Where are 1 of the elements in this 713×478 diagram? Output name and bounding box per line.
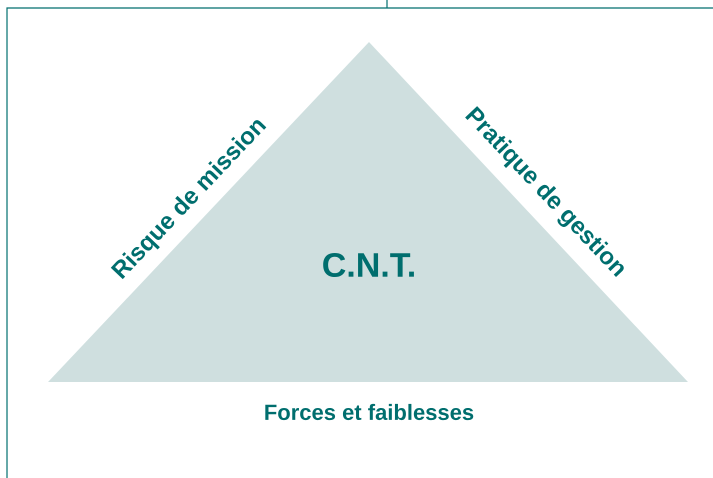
side-label: Forces et faiblesses [265,404,474,420]
